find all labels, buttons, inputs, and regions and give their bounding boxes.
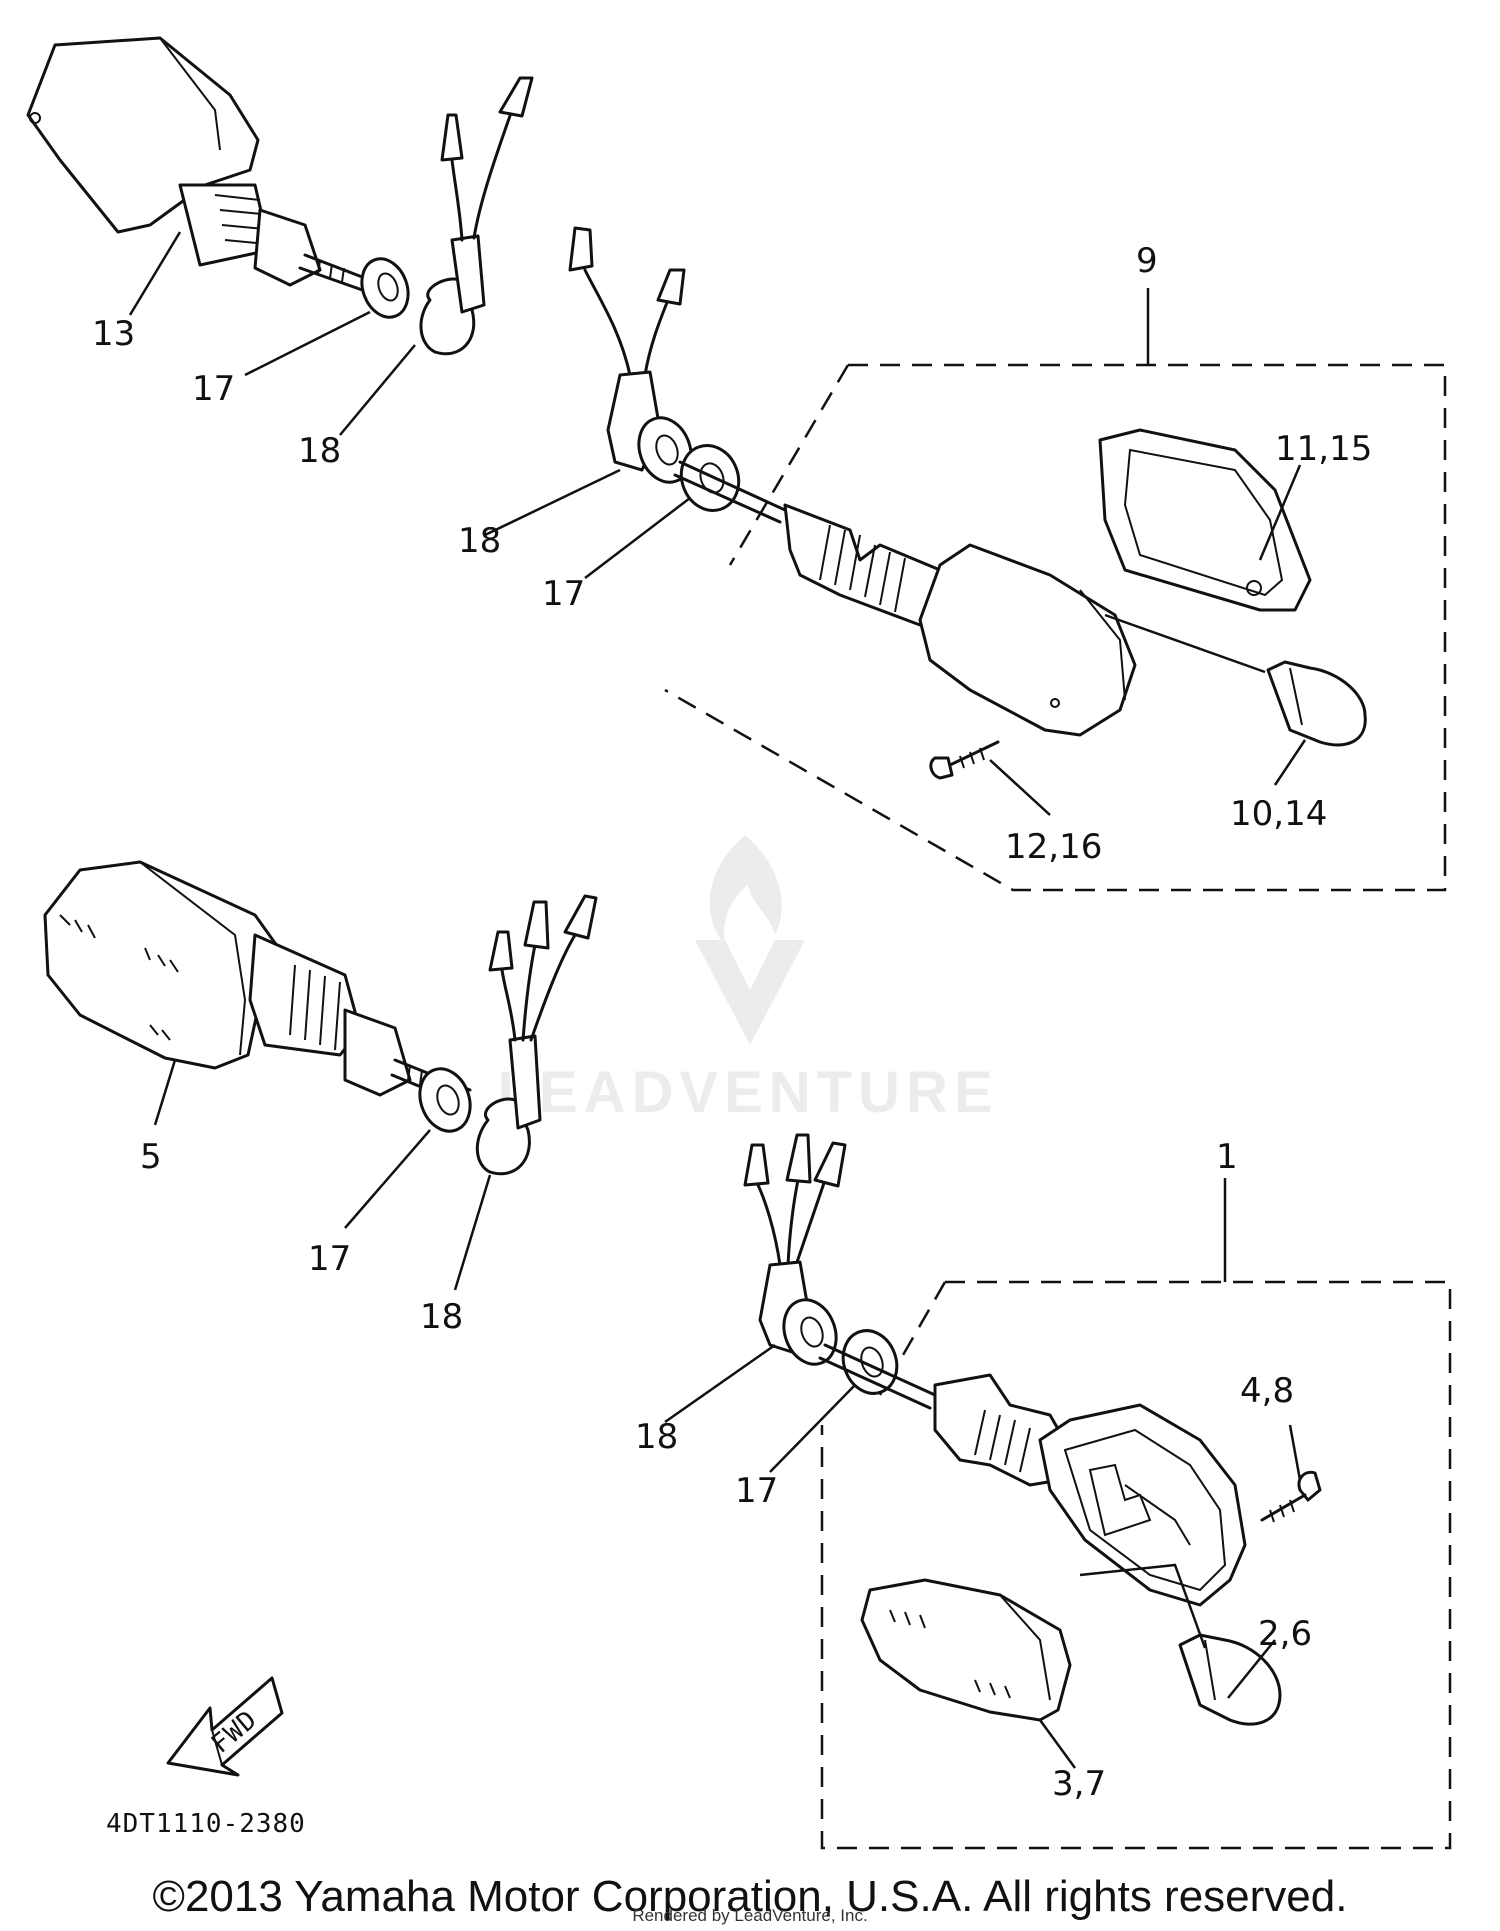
fwd-arrow-icon: FWD bbox=[166, 1676, 284, 1777]
leader-2-6a bbox=[1079, 1563, 1207, 1649]
callout-17a: 17 bbox=[192, 369, 235, 409]
flame-v-logo-icon bbox=[695, 835, 805, 1045]
leader-18b bbox=[484, 468, 621, 537]
leader-10-14b bbox=[1273, 739, 1307, 786]
leader-11-15 bbox=[1258, 464, 1302, 561]
callout-3-7: 3,7 bbox=[1052, 1764, 1106, 1804]
watermark-text: LEADVENTURE bbox=[497, 1060, 998, 1125]
turn-signal-9-assembly bbox=[568, 226, 1367, 780]
turn-signal-5-assembly bbox=[43, 860, 598, 1176]
leader-17d bbox=[769, 1384, 856, 1473]
leader-17a bbox=[244, 310, 371, 377]
leadventure-watermark: LEADVENTURE bbox=[497, 835, 998, 1125]
callout-18d: 18 bbox=[635, 1417, 678, 1457]
leader-18a bbox=[339, 344, 416, 436]
copyright-notice: ©2013 Yamaha Motor Corporation, U.S.A. A… bbox=[152, 1872, 1348, 1921]
callout-18c: 18 bbox=[420, 1297, 463, 1337]
leader-18c bbox=[453, 1174, 492, 1291]
callout-5: 5 bbox=[140, 1137, 162, 1177]
assembly-9-boundary bbox=[664, 363, 1447, 892]
callout-10-14: 10,14 bbox=[1230, 794, 1327, 834]
callout-17b: 17 bbox=[542, 574, 585, 614]
leader-12-16 bbox=[989, 759, 1051, 816]
leader-3-7 bbox=[1038, 1719, 1077, 1769]
callout-9: 9 bbox=[1136, 241, 1158, 281]
leader-2-6b bbox=[1227, 1639, 1276, 1699]
leader-18d bbox=[664, 1343, 776, 1424]
leader-10-14 bbox=[1104, 613, 1266, 674]
leader-17b bbox=[584, 497, 691, 579]
callout-4-8: 4,8 bbox=[1240, 1371, 1294, 1411]
leader-13 bbox=[128, 231, 182, 316]
callout-13: 13 bbox=[92, 314, 135, 354]
callout-17c: 17 bbox=[308, 1239, 351, 1279]
callout-17d: 17 bbox=[735, 1471, 778, 1511]
callout-12-16: 12,16 bbox=[1005, 827, 1102, 867]
leader-5 bbox=[153, 1059, 177, 1126]
turn-signal-13-assembly bbox=[26, 36, 534, 356]
rendered-by-notice: Rendered by LeadVenture, Inc. bbox=[632, 1906, 868, 1925]
leader-4-8 bbox=[1288, 1424, 1302, 1481]
callout-2-6: 2,6 bbox=[1258, 1614, 1312, 1654]
callout-18b: 18 bbox=[458, 521, 501, 561]
assembly-1-boundary bbox=[820, 1280, 1452, 1850]
callout-11-15: 11,15 bbox=[1275, 429, 1372, 469]
callout-18a: 18 bbox=[298, 431, 341, 471]
drawing-code: 4DT1110-2380 bbox=[106, 1809, 306, 1839]
callout-1: 1 bbox=[1216, 1137, 1238, 1177]
turn-signal-1-assembly bbox=[743, 1133, 1322, 1726]
leader-17c bbox=[344, 1129, 431, 1229]
